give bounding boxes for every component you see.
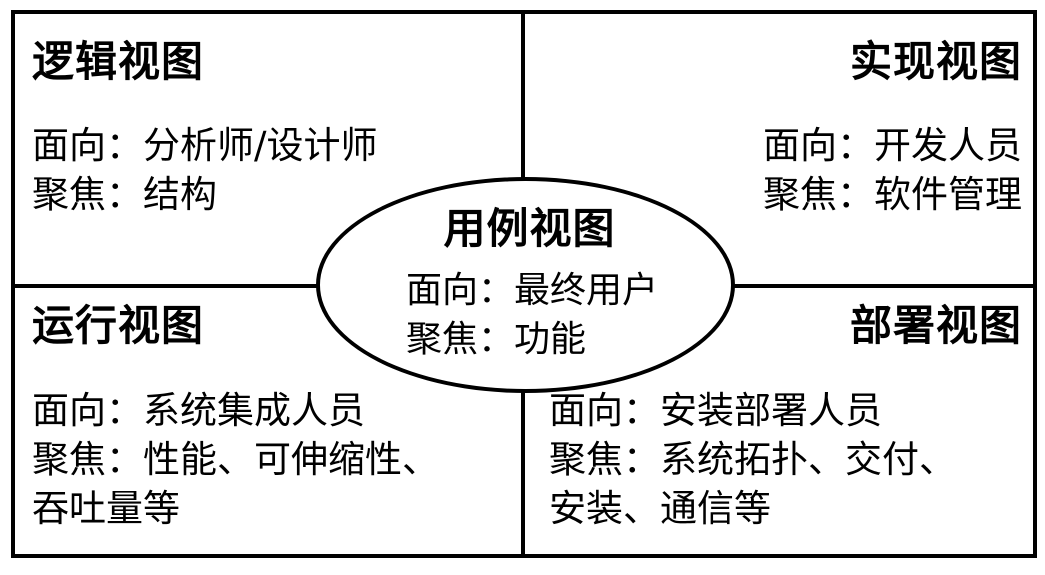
quadrant-line-audience: 面向：系统集成人员 <box>32 389 365 432</box>
quadrant-title-logical-view: 逻辑视图 <box>32 37 205 86</box>
center-body: 面向：最终用户 聚焦：功能 <box>406 266 658 364</box>
center-ellipse-use-case-view: 用例视图 面向：最终用户 聚焦：功能 <box>316 177 735 393</box>
quadrant-implementation-view: 实现视图 面向：开发人员 聚焦：软件管理 <box>525 14 1033 284</box>
quadrant-body-implementation-view: 面向：开发人员 聚焦：软件管理 <box>763 121 1022 219</box>
quadrant-process-view: 运行视图 面向：系统集成人员 聚焦：性能、可伸缩性、 吞吐量等 <box>15 288 521 554</box>
quadrant-body-process-view: 面向：系统集成人员 聚焦：性能、可伸缩性、 吞吐量等 <box>32 386 439 533</box>
quadrant-deployment-view: 部署视图 面向：安装部署人员 聚焦：系统拓扑、交付、 安装、通信等 <box>525 288 1033 554</box>
center-title-use-case-view: 用例视图 <box>443 204 616 253</box>
quadrant-line-focus-continued: 吞吐量等 <box>32 487 180 530</box>
quadrant-line-focus: 聚焦：软件管理 <box>763 173 1022 216</box>
quadrant-body-deployment-view: 面向：安装部署人员 聚焦：系统拓扑、交付、 安装、通信等 <box>549 386 956 533</box>
quadrant-body-logical-view: 面向：分析师/设计师 聚焦：结构 <box>32 121 377 219</box>
quadrant-line-focus: 聚焦：结构 <box>32 173 217 216</box>
quadrant-line-focus: 聚焦：性能、可伸缩性、 <box>32 438 439 481</box>
quadrant-line-focus-continued: 安装、通信等 <box>549 487 771 530</box>
quadrant-line-audience: 面向：分析师/设计师 <box>32 124 378 167</box>
quadrant-title-implementation-view: 实现视图 <box>849 37 1022 86</box>
center-line-focus: 聚焦：功能 <box>406 319 587 360</box>
quadrant-title-process-view: 运行视图 <box>32 301 205 350</box>
quadrant-title-deployment-view: 部署视图 <box>849 301 1022 350</box>
center-content: 用例视图 面向：最终用户 聚焦：功能 <box>320 181 739 397</box>
quadrant-line-focus: 聚焦：系统拓扑、交付、 <box>549 438 956 481</box>
center-line-audience: 面向：最终用户 <box>406 270 659 311</box>
quadrant-logical-view: 逻辑视图 面向：分析师/设计师 聚焦：结构 <box>15 14 521 284</box>
quadrant-line-audience: 面向：开发人员 <box>763 124 1022 167</box>
quadrant-line-audience: 面向：安装部署人员 <box>549 389 882 432</box>
